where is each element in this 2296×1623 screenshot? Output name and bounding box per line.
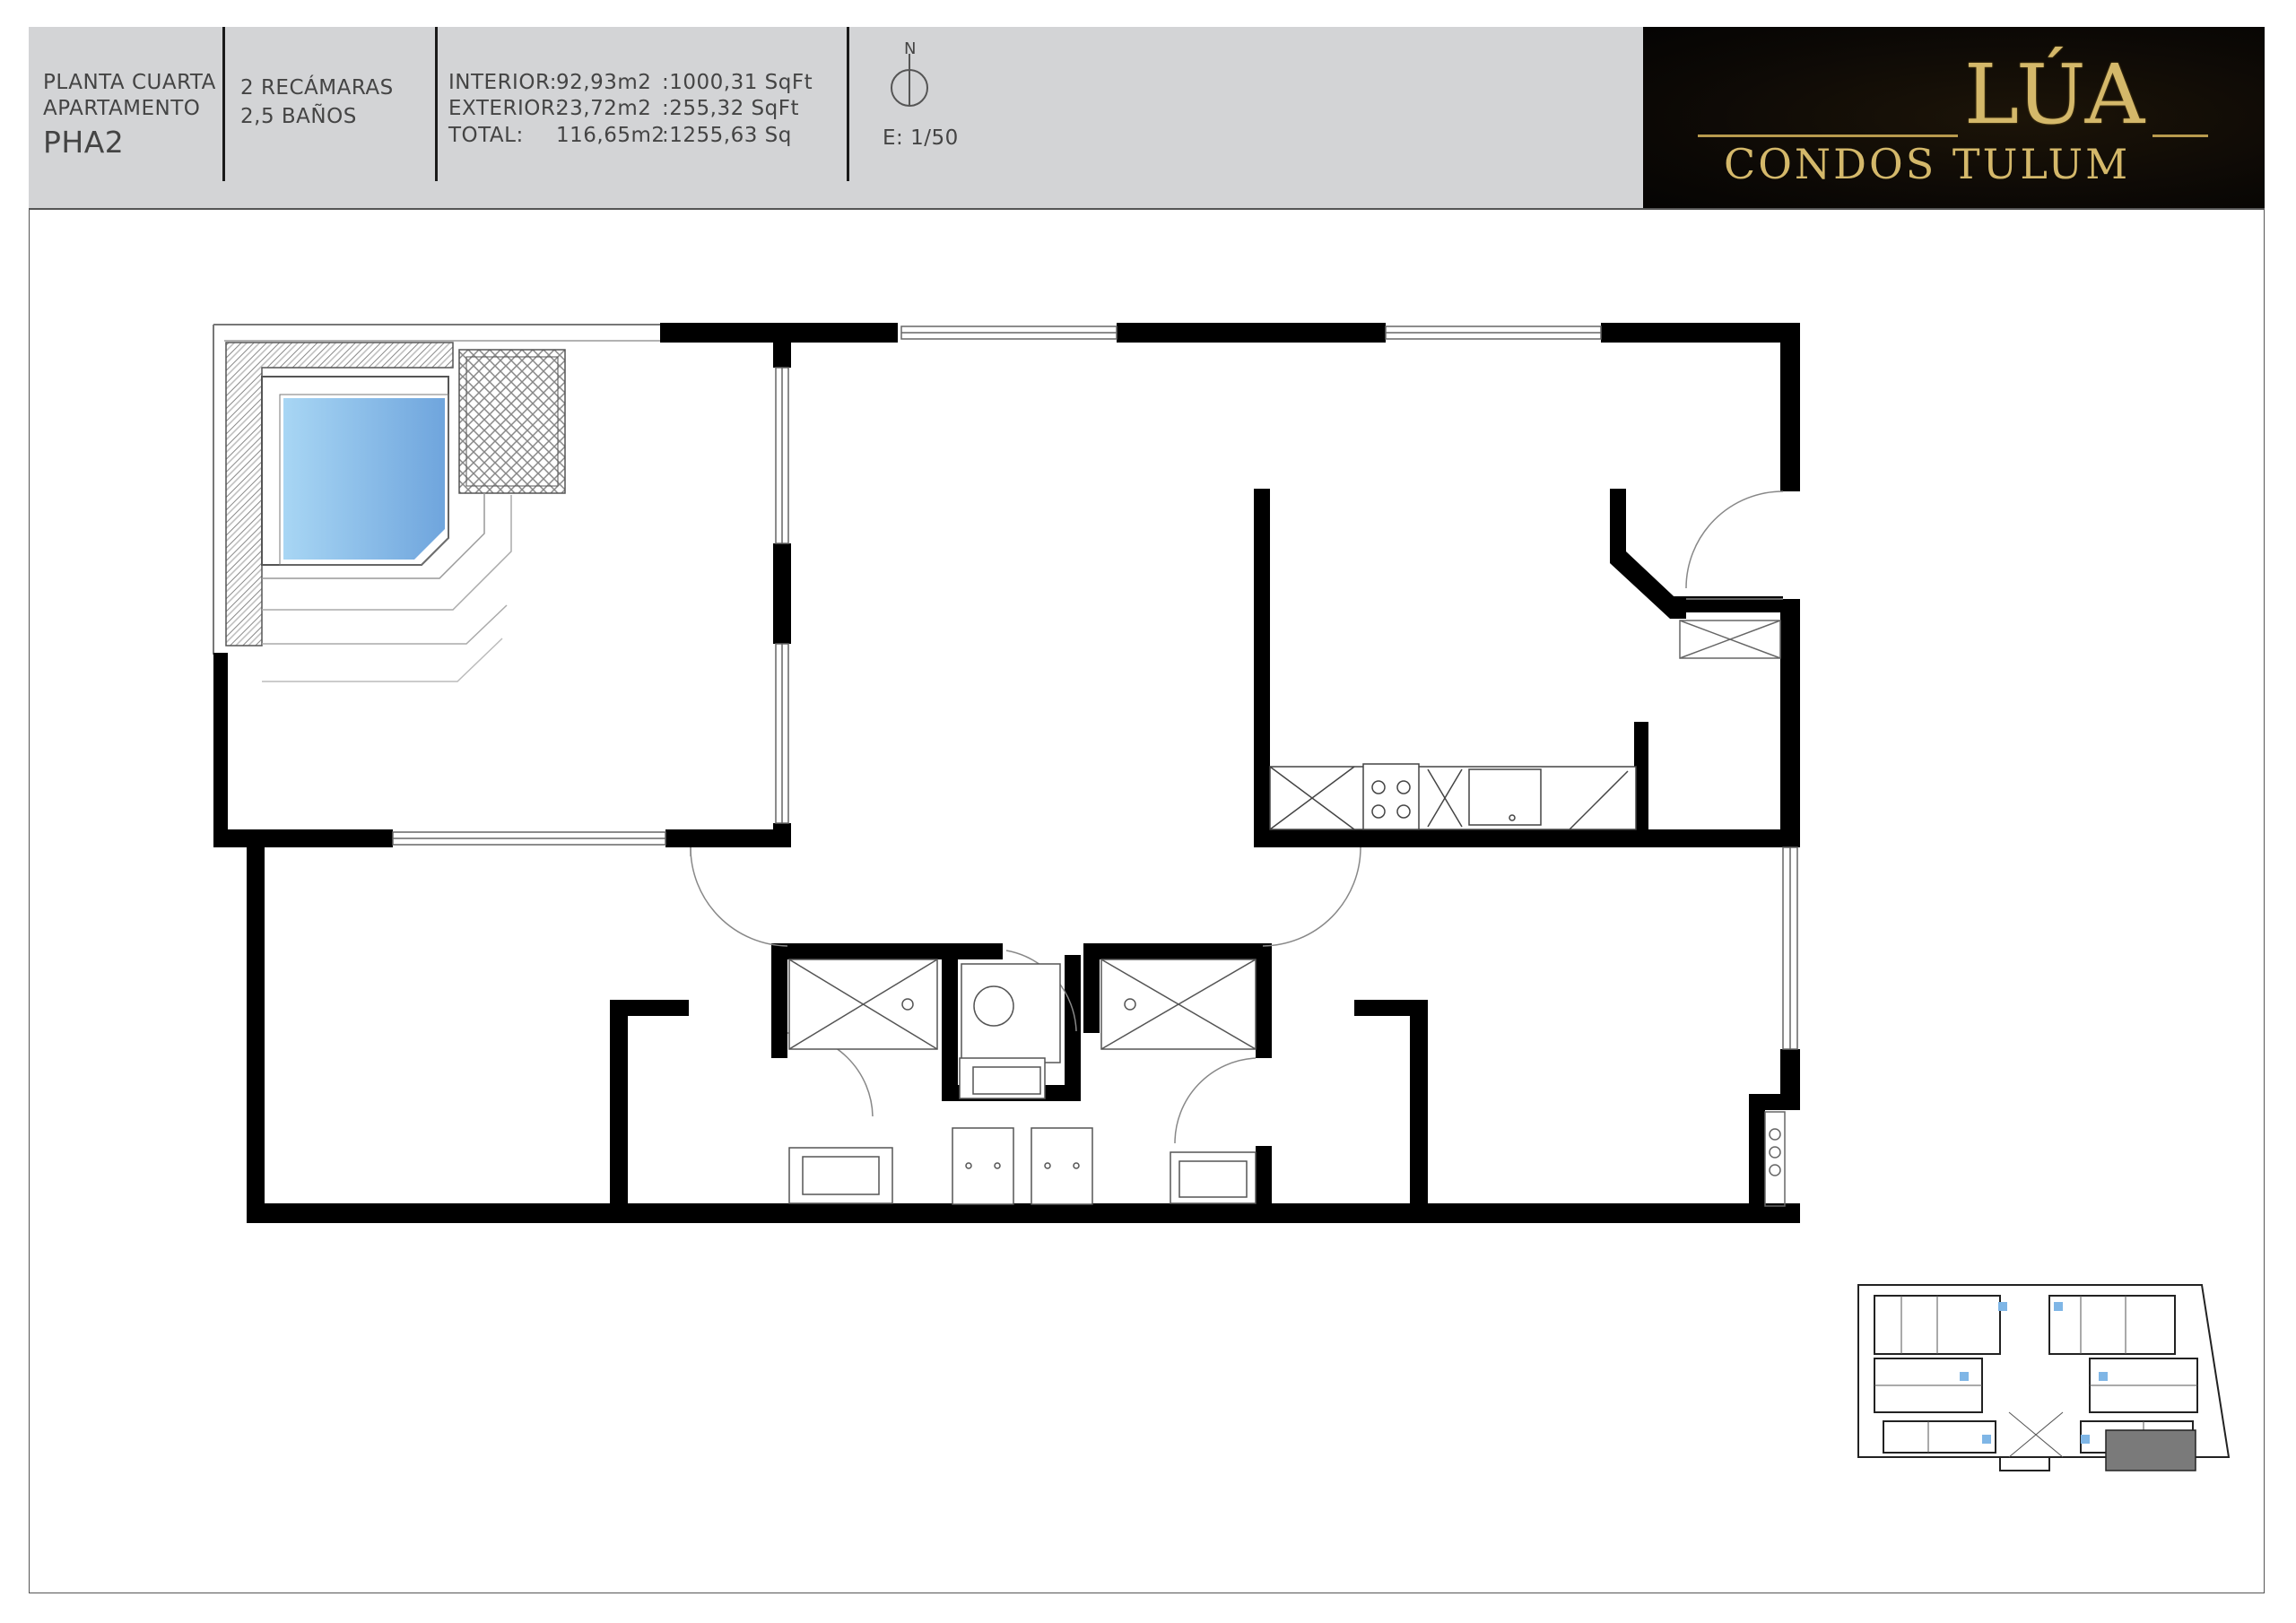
logo-rule [2152, 135, 2208, 137]
unit-code: PHA2 [43, 125, 125, 160]
area-interior-label: INTERIOR: [448, 71, 557, 94]
pool [261, 376, 512, 682]
area-total-m2: 116,65m2 [556, 124, 665, 147]
area-total-label: TOTAL: [448, 124, 524, 147]
area-exterior-m2: 23,72m2 [556, 97, 652, 120]
area-total-sqft: :1255,63 Sq [662, 124, 792, 147]
stove-icon [1362, 763, 1420, 830]
washbasin-icon [1031, 1127, 1093, 1205]
key-plan-unit-highlight [2105, 1429, 2196, 1471]
brand-logo [1643, 27, 2265, 208]
title-separator [847, 27, 849, 181]
area-interior-m2: 92,93m2 [556, 71, 652, 94]
washbasin-icon [952, 1127, 1014, 1205]
title-separator [222, 27, 225, 181]
bathroom-count: 2,5 BAÑOS [240, 105, 357, 128]
kitchen-counter [1269, 763, 1637, 830]
north-label: N [904, 39, 917, 58]
floor-label: PLANTA CUARTA [43, 71, 216, 94]
pool-deck [225, 342, 566, 647]
logo-rule [1698, 135, 1958, 137]
title-block [29, 27, 1644, 208]
bath-fixtures [788, 959, 1257, 1205]
sink-icon [1468, 768, 1542, 826]
scale-label: E: 1/50 [883, 126, 959, 150]
bedroom-count: 2 RECÁMARAS [240, 76, 394, 100]
unit-type: APARTAMENTO [43, 97, 201, 120]
closet [1679, 620, 1786, 1207]
area-exterior-label: EXTERIOR: [448, 97, 562, 120]
area-exterior-sqft: :255,32 SqFt [662, 97, 799, 120]
title-separator [435, 27, 438, 181]
area-interior-sqft: :1000,31 SqFt [662, 71, 813, 94]
logo-subtitle: CONDOS TULUM [1724, 140, 2131, 188]
title-block-divider [29, 208, 2265, 210]
windows [392, 325, 1798, 1050]
logo-title: LÚA [1964, 47, 2147, 143]
